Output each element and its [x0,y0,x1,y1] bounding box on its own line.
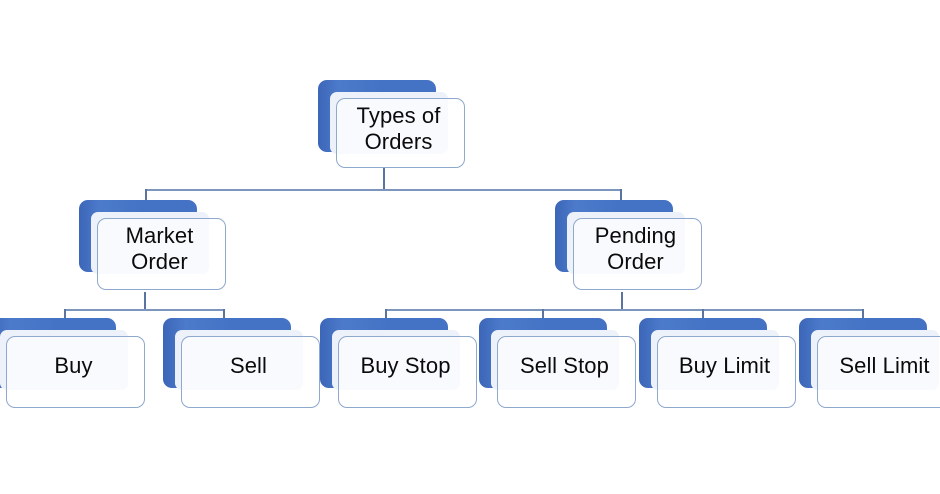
node-label-sell: Sell [229,353,268,379]
connector-drop-buy-stop [385,309,387,322]
node-label-sell-limit: Sell Limit [839,353,930,379]
node-pending-order[interactable]: Pending Order [555,200,708,295]
node-buy-stop[interactable]: Buy Stop [320,318,482,414]
node-sell-stop[interactable]: Sell Stop [479,318,641,414]
node-outer-layer [6,336,145,408]
node-outer-layer [97,218,226,290]
node-label-buy-stop: Buy Stop [360,353,451,379]
node-buy-limit[interactable]: Buy Limit [639,318,801,414]
connector-level1-bar [145,189,622,191]
connector-pending-order-stem [621,292,623,310]
node-outer-layer [573,218,702,290]
node-outer-layer [181,336,320,408]
connector-drop-sell-stop [542,309,544,322]
node-buy[interactable]: Buy [0,318,150,414]
connector-drop-buy-limit [702,309,704,322]
connector-market-children-bar [64,309,224,311]
node-sell-limit[interactable]: Sell Limit [799,318,940,414]
node-outer-layer [497,336,636,408]
node-outer-layer [336,98,465,168]
node-sell[interactable]: Sell [163,318,325,414]
node-label-market-order: Market Order [125,223,194,274]
node-label-buy-limit: Buy Limit [678,353,771,379]
node-types-of-orders[interactable]: Types of Orders [318,80,471,170]
node-label-types-of-orders: Types of Orders [356,103,441,154]
connector-drop-sell [223,309,225,322]
node-label-pending-order: Pending Order [594,223,677,274]
connector-market-order-stem [144,292,146,310]
connector-pending-children-bar [385,309,863,311]
connector-drop-sell-limit [862,309,864,322]
node-outer-layer [817,336,940,408]
node-market-order[interactable]: Market Order [79,200,232,295]
connector-drop-buy [64,309,66,322]
node-outer-layer [338,336,477,408]
node-label-buy: Buy [54,353,93,379]
connector-root-stem [383,168,385,190]
node-label-sell-stop: Sell Stop [520,353,609,379]
node-outer-layer [657,336,796,408]
